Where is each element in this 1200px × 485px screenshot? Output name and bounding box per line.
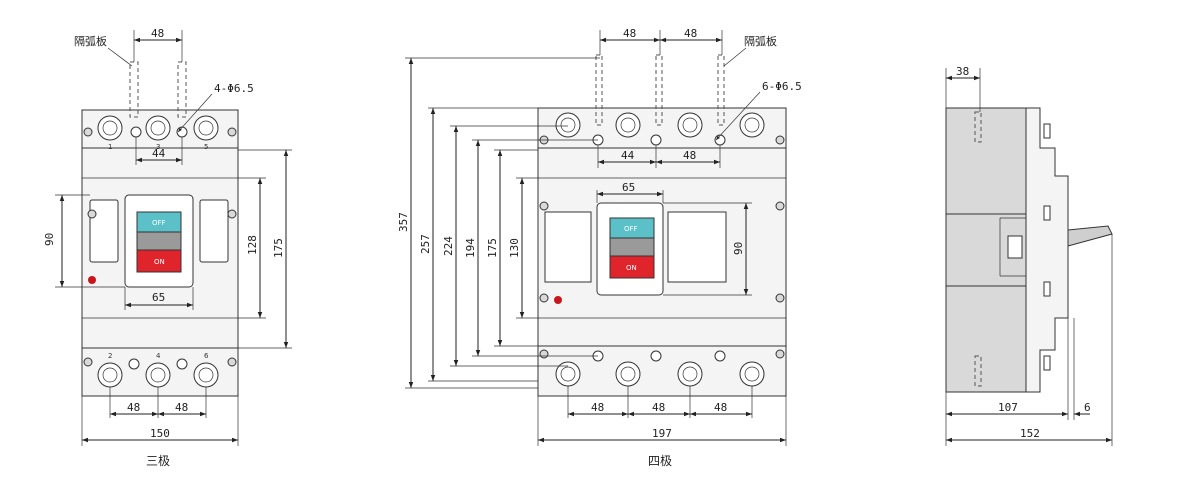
four-pole-arc-barrier-label: 隔弧板 — [744, 34, 777, 48]
terminal-5-label: 5 — [204, 143, 208, 151]
side-barrier-bottom — [974, 355, 982, 387]
four-pole-dim-bottom-48c: 48 — [714, 401, 727, 414]
three-pole-dim-175: 175 — [272, 238, 285, 258]
three-pole-on-label: ON — [154, 258, 165, 266]
three-pole-side-cover-right — [199, 199, 229, 263]
four-pole-on-label: ON — [626, 264, 637, 272]
side-dim-152: 152 — [1020, 427, 1040, 440]
four-pole-dim-197: 197 — [652, 427, 672, 440]
four-pole-dim-top-48b: 48 — [684, 27, 697, 40]
four-pole-dim-257: 257 — [419, 234, 432, 254]
side-dim-6: 6 — [1084, 401, 1091, 414]
four-pole-dim-65: 65 — [622, 181, 635, 194]
four-pole-arc-barrier-1 — [595, 54, 603, 126]
arc-barrier-right — [177, 61, 187, 118]
three-pole-dim-top-48: 48 — [151, 27, 164, 40]
three-pole-dim-44: 44 — [152, 147, 166, 160]
side-handle — [1067, 225, 1113, 247]
four-pole-dim-194: 194 — [464, 238, 477, 258]
four-pole-view: 48 48 隔弧板 6-Φ6.5 44 48 OFF ON 65 — [397, 27, 802, 468]
three-pole-indicator-light — [88, 276, 96, 284]
three-pole-top-terminals — [83, 115, 237, 141]
three-pole-caption: 三极 — [146, 454, 170, 468]
four-pole-dim-44: 44 — [621, 149, 635, 162]
terminal-6-label: 6 — [204, 352, 209, 360]
terminal-1-label: 1 — [108, 143, 112, 151]
four-pole-arc-barrier-3 — [717, 54, 725, 126]
four-pole-dim-90: 90 — [732, 242, 745, 255]
side-dim-107: 107 — [998, 401, 1018, 414]
four-pole-caption: 四极 — [648, 454, 672, 468]
three-pole-dim-bottom-48b: 48 — [175, 401, 188, 414]
side-view: 38 107 6 152 — [945, 65, 1113, 446]
side-upper-section — [945, 107, 1027, 215]
side-lower-section — [945, 285, 1027, 393]
four-pole-dim-bottom-48a: 48 — [591, 401, 604, 414]
four-pole-dim-357: 357 — [397, 212, 410, 232]
three-pole-view: 1 3 5 OFF ON 2 4 6 48 — [43, 27, 292, 468]
three-pole-bottom-terminals — [83, 357, 237, 388]
four-pole-off-label: OFF — [624, 225, 638, 233]
terminal-2-label: 2 — [108, 352, 112, 360]
side-barrier-top — [974, 111, 982, 143]
three-pole-off-label: OFF — [152, 219, 166, 227]
four-pole-dim-bottom-48b: 48 — [652, 401, 665, 414]
four-pole-dim-224: 224 — [442, 236, 455, 256]
four-pole-indicator-light — [554, 296, 562, 304]
four-pole-on-button — [609, 255, 655, 279]
three-pole-dim-150: 150 — [150, 427, 170, 440]
three-pole-hole-spec: 4-Φ6.5 — [214, 82, 254, 95]
four-pole-bottom-terminals — [539, 349, 785, 387]
three-pole-dim-90: 90 — [43, 233, 56, 246]
three-pole-side-cover-left — [89, 199, 119, 263]
arc-barrier-left — [129, 61, 139, 118]
four-pole-dim-48: 48 — [683, 149, 696, 162]
four-pole-arc-barrier-2 — [655, 54, 663, 126]
three-pole-dim-bottom-48a: 48 — [127, 401, 140, 414]
four-pole-dim-130: 130 — [508, 238, 521, 258]
three-pole-dim-128: 128 — [246, 235, 259, 255]
side-dim-38: 38 — [956, 65, 969, 78]
four-pole-side-cover-right — [667, 211, 727, 283]
four-pole-side-cover-left — [544, 211, 592, 283]
four-pole-dim-175: 175 — [486, 238, 499, 258]
four-pole-hole-spec: 6-Φ6.5 — [762, 80, 802, 93]
three-pole-arc-barrier-label: 隔弧板 — [74, 34, 107, 48]
four-pole-dim-top-48a: 48 — [623, 27, 636, 40]
three-pole-on-button — [136, 249, 182, 273]
terminal-4-label: 4 — [156, 352, 161, 360]
terminal-3-label: 3 — [156, 143, 160, 151]
three-pole-dim-65: 65 — [152, 291, 165, 304]
side-front-profile — [1025, 107, 1069, 393]
